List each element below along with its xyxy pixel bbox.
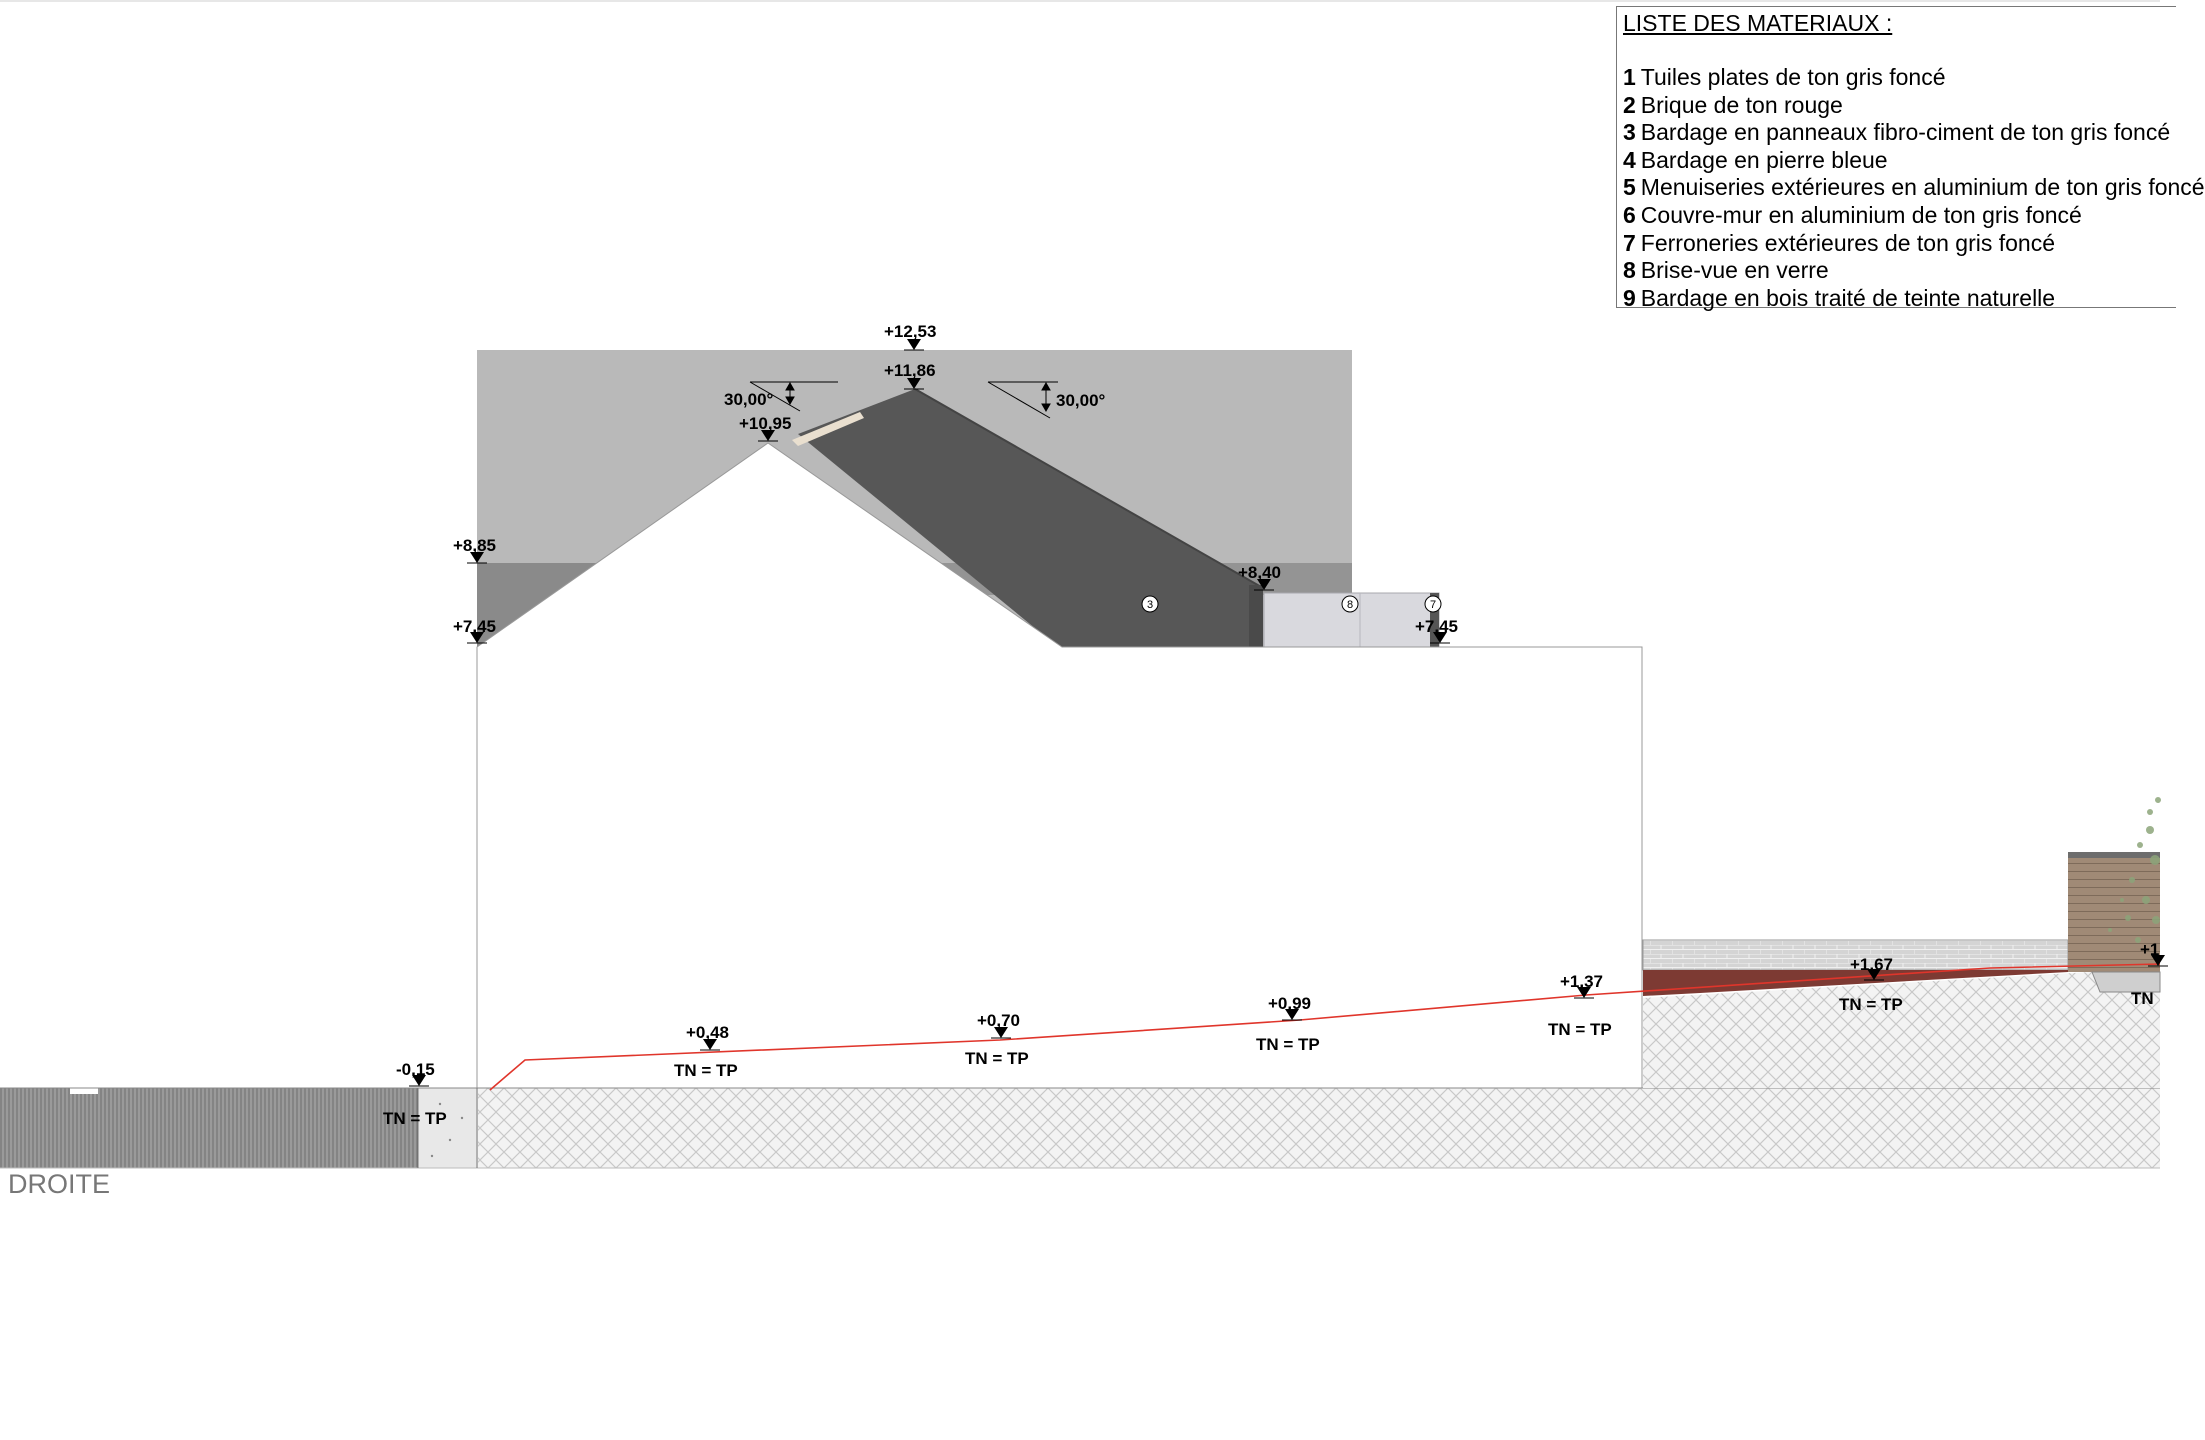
material-tag-8: 8 — [1341, 595, 1359, 613]
level-marker — [761, 430, 775, 441]
tn-label-1: TN = TP — [674, 1061, 738, 1080]
level-marker — [994, 1027, 1008, 1038]
tn-label-0: TN = TP — [383, 1109, 447, 1128]
level-marker — [1257, 579, 1271, 590]
level-7-45-right: +7,45 — [1415, 617, 1458, 636]
tree-foliage — [2108, 797, 2161, 943]
tn-label-4: TN = TP — [1548, 1020, 1612, 1039]
level-marker — [1867, 969, 1881, 980]
ground-section — [478, 1088, 2160, 1168]
svg-text:7: 7 — [1430, 599, 1436, 611]
dark-roof-slope — [798, 389, 1263, 647]
view-title: DROITE — [8, 1169, 110, 1199]
material-tag-7: 7 — [1424, 595, 1442, 613]
left-neighbor-fence — [0, 1088, 418, 1168]
tn-label-3: TN = TP — [1256, 1035, 1320, 1054]
level-marker — [2151, 955, 2165, 966]
right-ground — [1643, 968, 2160, 1088]
svg-text:3: 3 — [1147, 599, 1153, 611]
level-minus-0-15: -0,15 — [396, 1060, 435, 1079]
tn-label-5: TN = TP — [1839, 995, 1903, 1014]
level-8-85: +8,85 — [453, 536, 496, 555]
material-tag-3: 3 — [1141, 595, 1159, 613]
level-0-48: +0,48 — [686, 1023, 729, 1042]
level-marker — [1577, 987, 1591, 998]
level-1-37: +1,37 — [1560, 972, 1603, 991]
elevation-drawing: 30,00° 30,00° +12,53 +11,86 +10,95 +8,85… — [0, 0, 2168, 1199]
level-1-67: +1,67 — [1850, 955, 1893, 974]
neighbor-wood-annex — [2068, 856, 2160, 972]
level-11-86: +11,86 — [884, 361, 936, 380]
railing-post — [1430, 593, 1439, 647]
level-marker — [907, 339, 921, 350]
angle-marker-right — [987, 381, 1058, 419]
svg-text:8: 8 — [1347, 599, 1353, 611]
level-0-70: +0,70 — [977, 1011, 1020, 1030]
level-marker — [703, 1039, 717, 1050]
angle-marker-left — [749, 381, 838, 412]
neighbor-red-band — [1643, 970, 2068, 996]
level-8-40: +8,40 — [1238, 563, 1281, 582]
tn-label-6: TN — [2131, 989, 2154, 1008]
legend-title: LISTE DES MATERIAUX : — [1623, 10, 1893, 36]
tn-label-2: TN = TP — [965, 1049, 1029, 1068]
level-marker — [1433, 632, 1447, 643]
level-7-45-left: +7,45 — [453, 617, 496, 636]
level-marker — [412, 1075, 426, 1086]
level-1-cut: +1 — [2140, 940, 2159, 959]
level-marker — [1285, 1009, 1299, 1020]
level-12-53: +12,53 — [884, 322, 936, 341]
angle-label-left: 30,00° — [724, 390, 774, 409]
level-marker — [470, 632, 484, 643]
level-10-95: +10,95 — [739, 414, 791, 433]
angle-label-right: 30,00° — [1056, 391, 1106, 410]
level-marker — [470, 552, 484, 563]
level-0-99: +0,99 — [1268, 994, 1311, 1013]
level-marker — [907, 378, 921, 389]
